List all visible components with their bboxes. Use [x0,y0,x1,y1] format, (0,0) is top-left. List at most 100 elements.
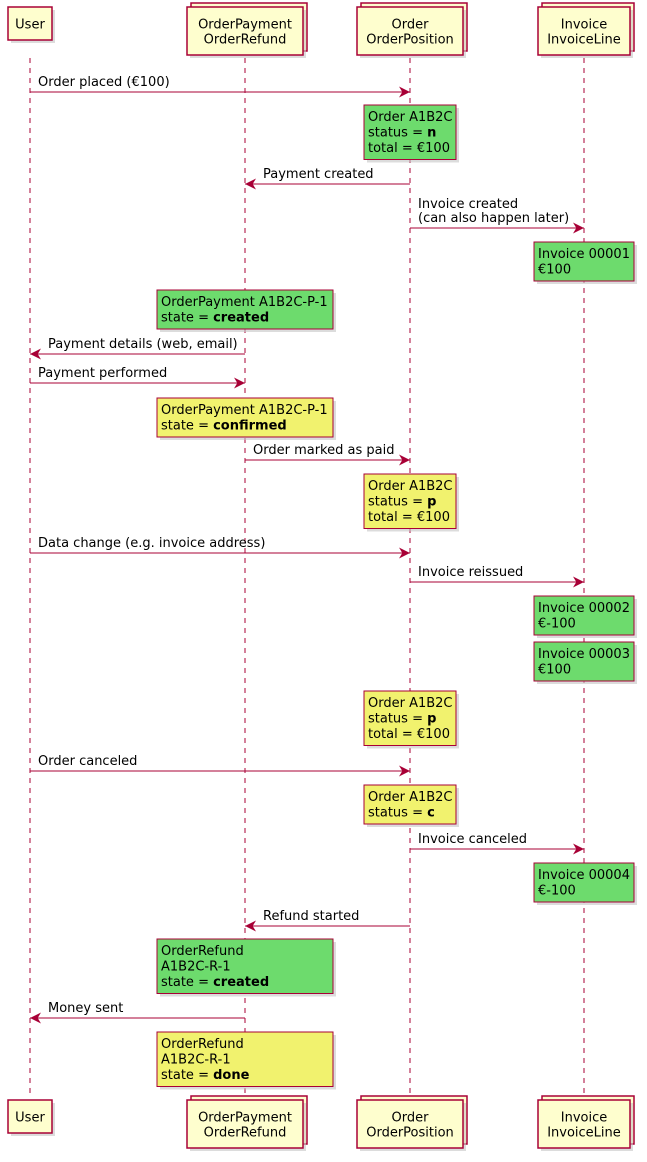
note-text: €-100 [538,617,576,632]
participant-label: OrderRefund [204,33,287,48]
note-line: A1B2C-R-1 [161,960,231,975]
participant-label: User [15,1111,45,1126]
participant-label: OrderPayment [198,1111,292,1126]
note-text: state = [161,1068,213,1083]
message-arrow: Invoice canceled [410,832,584,855]
message-arrow: Invoice reissued [410,565,584,588]
participant-label: Order [392,18,430,33]
note-text: €-100 [538,884,576,899]
note-line: total = €100 [368,510,450,525]
message-label: Invoice canceled [418,832,527,847]
note-text: €100 [538,263,571,278]
note-line: Order A1B2C [368,479,453,494]
note-green: Invoice 00002€-100 [533,595,637,638]
note-text: status = [368,712,427,727]
note-line: OrderPayment A1B2C-P-1 [161,295,328,310]
note-line: Order A1B2C [368,790,453,805]
note-line: total = €100 [368,727,450,742]
note-text: €100 [538,663,571,678]
note-text: Invoice 00004 [538,868,630,883]
note-text: OrderPayment A1B2C-P-1 [161,295,328,310]
note-text: OrderPayment A1B2C-P-1 [161,403,328,418]
note-text: state = [161,419,213,434]
note-line: Invoice 00004 [538,868,630,883]
note-text: Invoice 00002 [538,601,630,616]
note-text: state = [161,311,213,326]
note-text: p [427,495,436,510]
note-line: state = created [161,975,269,990]
participant-label: InvoiceLine [547,1126,621,1141]
note-line: status = c [368,806,435,821]
participant-user-bottom: User [7,1099,55,1136]
note-text: status = [368,806,427,821]
participant-label: OrderPosition [366,33,454,48]
note-line: status = p [368,712,436,727]
note-line: status = p [368,495,436,510]
note-text: total = €100 [368,510,450,525]
note-line: Invoice 00001 [538,247,630,262]
note-line: status = n [368,126,436,141]
note-line: Invoice 00002 [538,601,630,616]
note-text: done [213,1068,249,1083]
message-arrow: Payment details (web, email) [30,337,245,360]
note-text: Order A1B2C [368,479,453,494]
message-arrow: Invoice created(can also happen later) [410,197,584,234]
note-text: created [213,311,269,326]
message-label: Order placed (€100) [38,75,170,90]
note-line: Invoice 00003 [538,647,630,662]
note-line: Order A1B2C [368,696,453,711]
note-green: Invoice 00003€100 [533,641,637,684]
message-arrow: Order placed (€100) [30,75,410,98]
note-line: OrderRefund [161,1037,244,1052]
note-text: status = [368,495,427,510]
note-text: status = [368,126,427,141]
note-line: €100 [538,663,571,678]
message-arrow: Payment performed [30,366,245,389]
note-text: p [427,712,436,727]
note-text: state = [161,975,213,990]
note-green: Invoice 00001€100 [533,241,637,284]
participant-label: OrderPayment [198,18,292,33]
participant-label: Invoice [561,1111,607,1126]
note-line: €-100 [538,884,576,899]
note-line: OrderRefund [161,944,244,959]
message-label: Order marked as paid [253,443,394,458]
message-label: (can also happen later) [418,211,569,226]
note-text: confirmed [213,419,287,434]
participant-label: OrderPosition [366,1126,454,1141]
note-text: c [427,806,435,821]
note-text: OrderRefund [161,944,244,959]
message-arrow: Money sent [30,1001,245,1024]
note-line: state = done [161,1068,250,1083]
note-text: Order A1B2C [368,790,453,805]
note-line: Order A1B2C [368,110,453,125]
note-text: Invoice 00001 [538,247,630,262]
note-line: €-100 [538,617,576,632]
note-text: Invoice 00003 [538,647,630,662]
note-line: state = confirmed [161,419,287,434]
note-text: OrderRefund [161,1037,244,1052]
note-text: Order A1B2C [368,696,453,711]
message-label: Payment performed [38,366,167,381]
participant-user-top: User [7,6,55,43]
note-text: total = €100 [368,727,450,742]
message-label: Payment details (web, email) [48,337,238,352]
message-label: Money sent [48,1001,123,1016]
note-line: state = created [161,311,269,326]
message-label: Invoice reissued [418,565,523,580]
participant-label: Invoice [561,18,607,33]
participant-label: InvoiceLine [547,33,621,48]
message-arrow: Payment created [245,167,410,190]
